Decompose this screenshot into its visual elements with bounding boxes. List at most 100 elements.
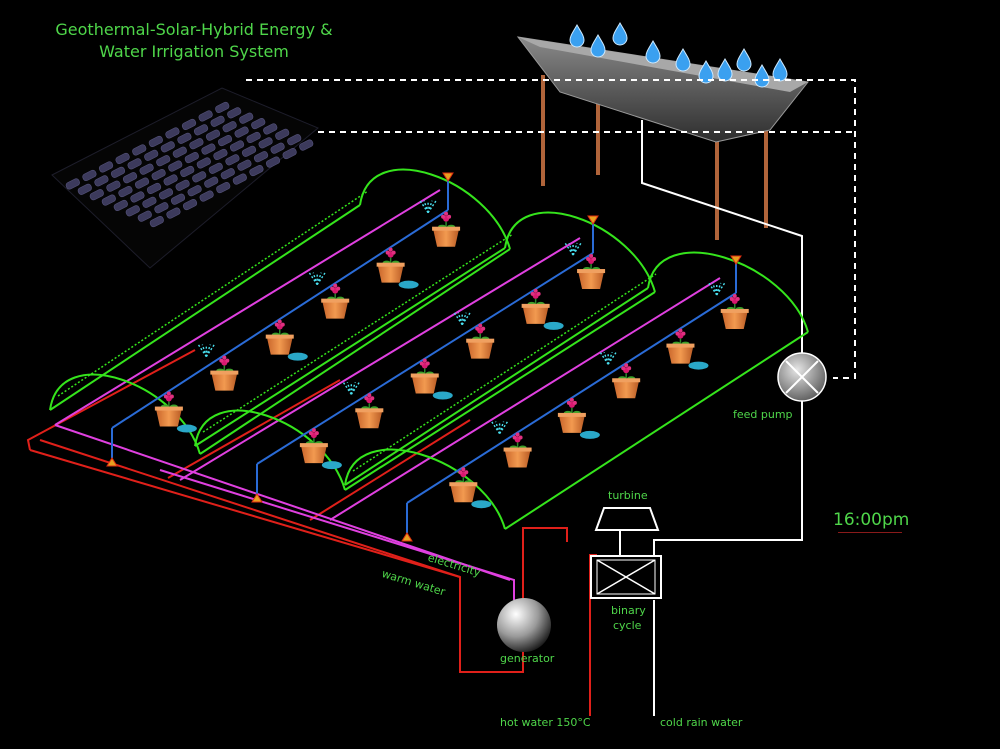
solar-cell <box>246 131 261 144</box>
binary-cycle-label-2: cycle <box>613 619 642 632</box>
clock-time: 16:00pm <box>833 510 910 530</box>
solar-cell <box>229 140 245 152</box>
sprinkler-icon <box>491 421 509 434</box>
solar-cell <box>192 171 207 183</box>
hot-water-label: hot water 150°C <box>500 716 591 729</box>
solar-cell <box>122 172 138 184</box>
solar-panel-icon <box>51 87 319 269</box>
feed-pump-label: feed pump <box>733 408 793 421</box>
solar-cell <box>216 182 231 194</box>
solar-cell <box>142 196 157 208</box>
solar-cell <box>217 135 233 147</box>
solar-cell <box>201 143 216 155</box>
solar-cell <box>265 156 281 168</box>
solar-cell <box>205 129 221 141</box>
water-drop <box>754 64 770 88</box>
sprinkler-icon <box>453 312 471 326</box>
solar-cell <box>113 199 128 212</box>
solar-cell <box>177 132 192 144</box>
solar-cell <box>222 121 237 133</box>
solar-cell <box>198 110 213 122</box>
generator-icon <box>497 598 551 652</box>
solar-cell <box>151 169 166 181</box>
solar-cell <box>160 141 175 153</box>
solar-cell <box>270 142 285 154</box>
cold-water-pipe <box>641 120 803 716</box>
solar-cell <box>132 144 147 156</box>
solar-cell <box>115 152 130 165</box>
greenhouse-icon <box>194 211 656 503</box>
solar-cell <box>227 107 242 119</box>
solar-cell <box>158 188 174 200</box>
turbine-label: turbine <box>608 489 648 502</box>
solar-cell <box>275 128 290 140</box>
water-tank-icon <box>516 22 809 240</box>
solar-cell <box>163 174 178 186</box>
water-drop <box>645 40 661 64</box>
solar-cell <box>89 189 104 201</box>
sprinkler-icon <box>599 351 617 365</box>
turbine-icon <box>594 507 660 556</box>
solar-cell <box>127 158 142 170</box>
solar-cell <box>77 183 92 195</box>
solar-cell <box>156 155 171 167</box>
solar-cell <box>165 127 180 139</box>
solar-cell <box>118 186 133 198</box>
solar-cell <box>225 154 240 166</box>
solar-cell <box>82 169 97 182</box>
solar-cell <box>65 178 80 190</box>
solar-cell <box>181 118 197 131</box>
solar-cell <box>196 157 211 169</box>
solar-cell <box>208 162 223 174</box>
solar-cell <box>154 202 169 214</box>
solar-cell <box>187 185 202 197</box>
solar-cell <box>299 139 314 151</box>
water-puddle <box>287 352 308 361</box>
sprinkler-icon <box>197 344 215 357</box>
solar-cell <box>249 165 264 177</box>
water-drop <box>675 48 691 72</box>
water-puddle <box>471 500 492 509</box>
water-drop <box>612 22 628 46</box>
sprinkler-icon <box>342 381 360 395</box>
solar-cell <box>106 180 121 192</box>
solar-cell <box>94 175 109 187</box>
binary-cycle-label-1: binary <box>611 604 646 617</box>
sprinkler-icon <box>419 200 437 214</box>
solar-cell <box>166 207 181 219</box>
electricity-cable <box>54 189 721 600</box>
feed-pump-icon <box>777 352 827 402</box>
solar-cell <box>215 101 230 114</box>
greenhouse-icon <box>344 251 809 542</box>
solar-cell <box>98 161 114 173</box>
water-puddle <box>579 430 600 439</box>
solar-cell <box>110 166 126 178</box>
sprinkler-icon <box>708 282 726 296</box>
water-drop <box>772 58 788 82</box>
water-puddle <box>543 321 564 330</box>
solar-cell <box>253 151 269 163</box>
cold-rain-water-label: cold rain water <box>660 716 743 729</box>
solar-cell <box>180 165 195 178</box>
solar-cell <box>241 145 257 157</box>
control-lines <box>246 79 856 379</box>
title: Geothermal-Solar-Hybrid Energy & Water I… <box>44 19 344 63</box>
greenhouse-icon <box>49 168 511 467</box>
heat-exchanger-icon <box>590 555 662 599</box>
solar-cell <box>234 126 249 138</box>
solar-cell <box>172 146 187 158</box>
solar-cell <box>137 210 152 222</box>
solar-cell <box>139 163 154 175</box>
solar-cell <box>263 123 278 135</box>
solar-cell <box>182 199 198 211</box>
solar-cell <box>146 182 162 195</box>
water-drop <box>590 34 606 58</box>
solar-cell <box>184 152 199 164</box>
water-puddle <box>398 280 419 289</box>
solar-cell <box>125 205 140 217</box>
solar-cell <box>134 177 150 189</box>
solar-cell <box>189 138 204 150</box>
solar-cell <box>258 137 273 149</box>
solar-cell <box>237 159 252 171</box>
water-puddle <box>432 391 453 400</box>
